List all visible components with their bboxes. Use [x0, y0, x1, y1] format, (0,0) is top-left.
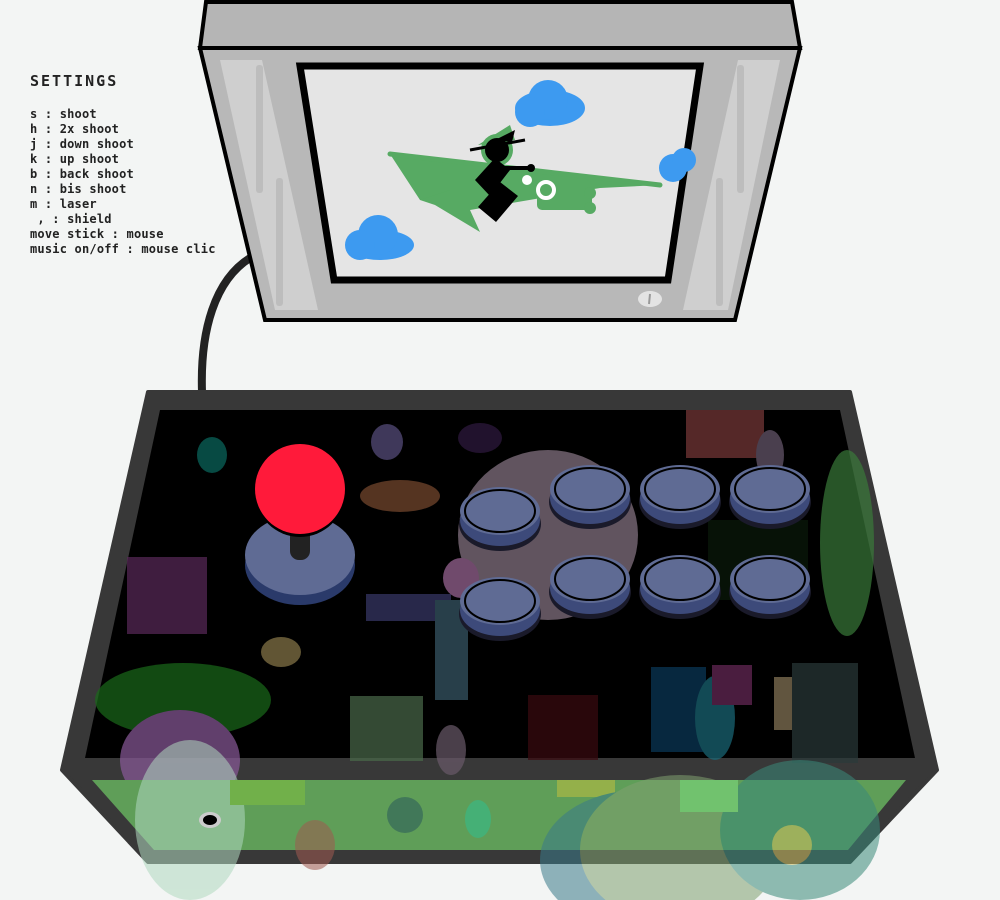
- speaker-grille-left: [256, 65, 283, 306]
- speaker-grille-right: [716, 65, 744, 306]
- settings-item-up-shoot: k : up shoot: [30, 152, 120, 166]
- monitor-top: [197, 0, 803, 50]
- monitor-left-panel: [220, 60, 318, 310]
- arcade-buttons: [459, 465, 811, 641]
- arcade-button-2[interactable]: [549, 465, 631, 529]
- cloud-icon: [515, 80, 585, 127]
- arcade-button-7[interactable]: [639, 555, 721, 619]
- arcade-button-8[interactable]: [729, 555, 811, 619]
- player-plane: [387, 125, 663, 232]
- settings-panel: SETTINGS s : shoot h : 2x shoot j : down…: [30, 74, 216, 257]
- settings-title: SETTINGS: [30, 72, 119, 90]
- settings-item-shield: , : shield: [30, 212, 112, 226]
- front-glass-decor: [135, 740, 880, 900]
- cloud-icon: [345, 215, 414, 260]
- monitor-right-panel: [683, 60, 780, 310]
- settings-item-laser: m : laser: [30, 197, 97, 211]
- arcade-button-1[interactable]: [459, 487, 541, 551]
- settings-item-shoot: s : shoot: [30, 107, 97, 121]
- monitor-cable: [197, 254, 253, 393]
- arcade-button-5[interactable]: [459, 577, 541, 641]
- settings-item-bis-shoot: n : bis shoot: [30, 182, 127, 196]
- arcade-button-4[interactable]: [729, 465, 811, 529]
- arcade-cabinet: [60, 390, 939, 900]
- settings-item-2x-shoot: h : 2x shoot: [30, 122, 120, 136]
- settings-item-back-shoot: b : back shoot: [30, 167, 134, 181]
- settings-item-music: music on/off : mouse clic: [30, 242, 216, 256]
- monitor: [197, 0, 803, 322]
- settings-item-down-shoot: j : down shoot: [30, 137, 134, 151]
- settings-item-move: move stick : mouse: [30, 227, 164, 241]
- joystick-ball[interactable]: [255, 444, 345, 534]
- arcade-button-3[interactable]: [639, 465, 721, 529]
- cloud-icon: [659, 148, 696, 182]
- arcade-button-6[interactable]: [549, 555, 631, 619]
- joystick[interactable]: [245, 444, 355, 605]
